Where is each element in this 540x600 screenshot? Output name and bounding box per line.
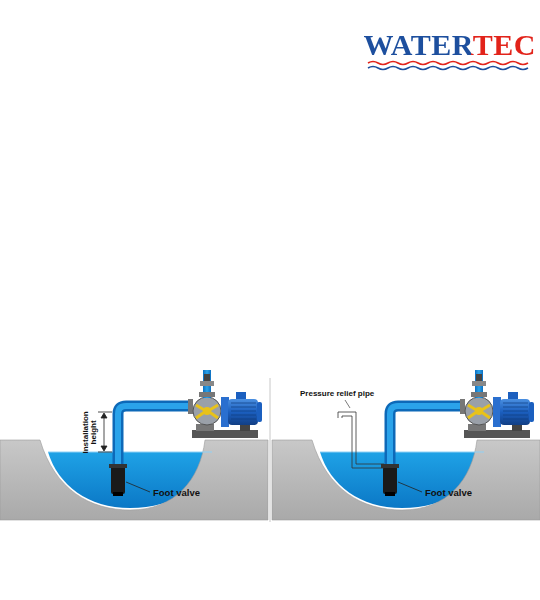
pump-panel-right [272,370,540,520]
brand-logo: WATERTEC [364,28,536,62]
pressure-relief-pipe [338,412,384,468]
logo-waves [368,62,528,70]
dimension-arrow [98,412,112,452]
leader-line [398,482,422,492]
dimension-label: Installation height [82,409,99,455]
callout-label: Foot valve [153,487,200,498]
panel-divider [270,378,271,522]
callout-label: Pressure relief pipe [300,389,374,398]
leader-line [126,482,150,492]
pump-panel-left [0,370,268,520]
leader-line [345,400,350,408]
callout-label: Foot valve [425,487,472,498]
